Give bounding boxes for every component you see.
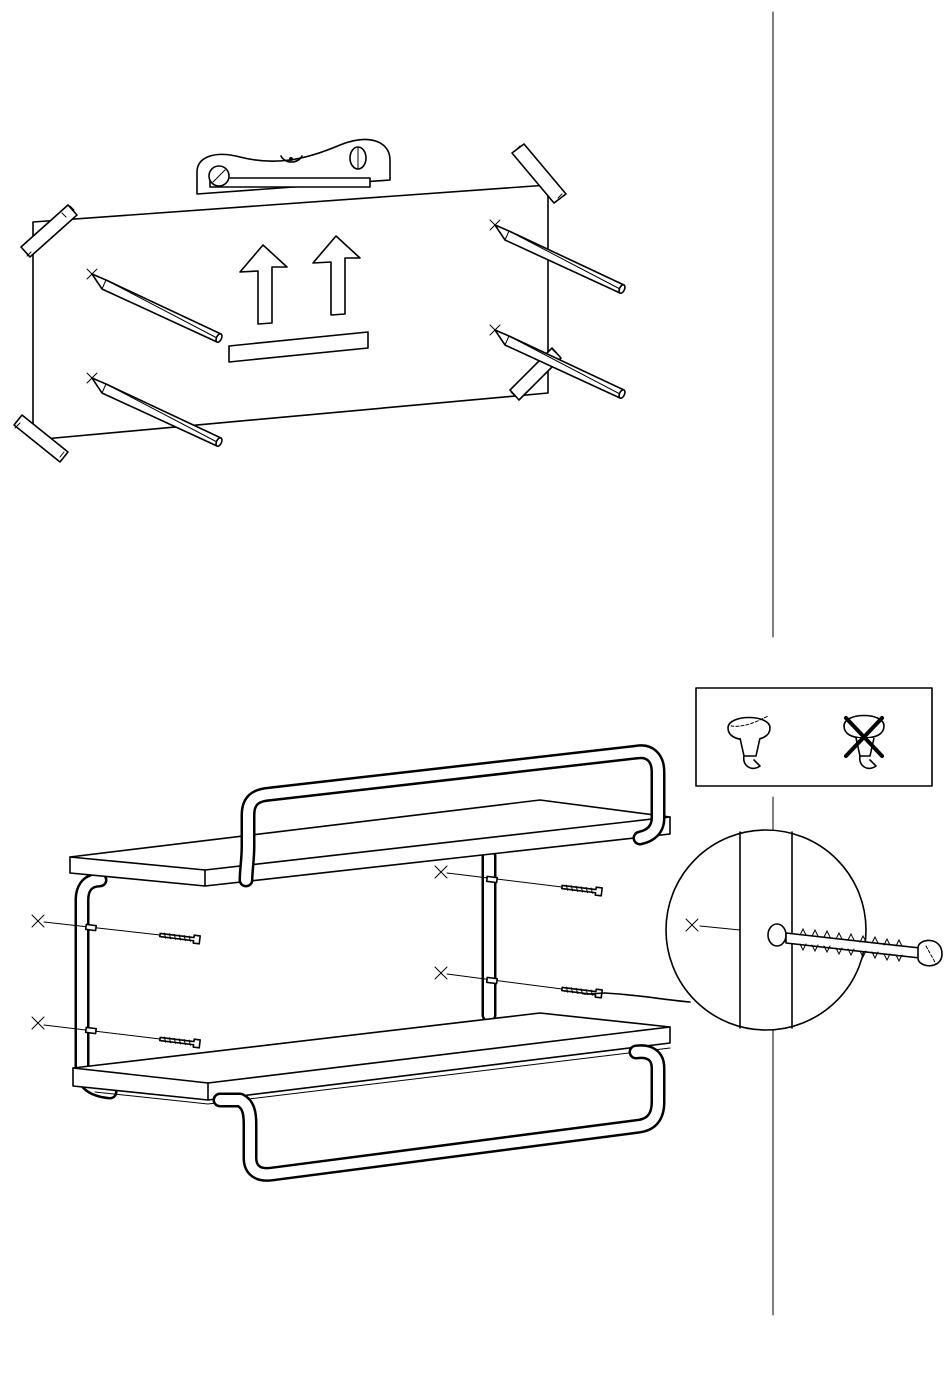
step-mount-shelf: [32, 688, 942, 1174]
upper-shelf: [70, 800, 670, 886]
lower-shelf: [73, 1013, 670, 1104]
screw-head-types: [696, 688, 932, 786]
spirit-level-icon: [197, 140, 390, 194]
step-mark-holes: [14, 140, 626, 462]
shelf-frame-left: [82, 880, 110, 1092]
screw-detail-magnifier: [584, 830, 942, 1030]
drilling-template: [33, 185, 548, 440]
